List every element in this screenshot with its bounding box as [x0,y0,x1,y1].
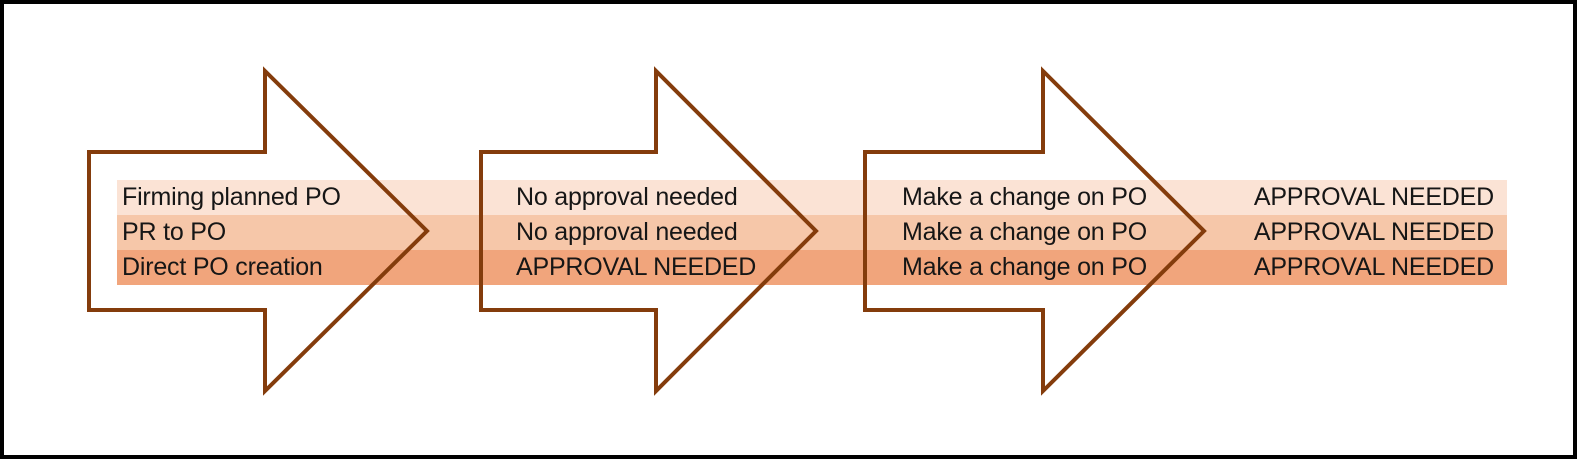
initial-approval-row-2: No approval needed [516,218,738,246]
tint-band-row-2: PR to PO No approval needed Make a chang… [117,215,1507,250]
change-approval-row-1: APPROVAL NEEDED [1253,183,1494,211]
initial-approval-row-3: APPROVAL NEEDED [516,253,757,281]
tint-band-row-3: Direct PO creation APPROVAL NEEDED Make … [117,250,1507,285]
change-action-row-3: Make a change on PO [902,253,1147,281]
process-label-row-2: PR to PO [122,218,226,246]
process-label-row-1: Firming planned PO [122,183,341,211]
change-action-row-2: Make a change on PO [902,218,1147,246]
initial-approval-row-1: No approval needed [516,183,738,211]
change-action-row-1: Make a change on PO [902,183,1147,211]
change-approval-row-3: APPROVAL NEEDED [1253,253,1494,281]
tint-band-row-1: Firming planned PO No approval needed Ma… [117,180,1507,215]
process-label-row-3: Direct PO creation [122,253,323,281]
change-approval-row-2: APPROVAL NEEDED [1253,218,1494,246]
